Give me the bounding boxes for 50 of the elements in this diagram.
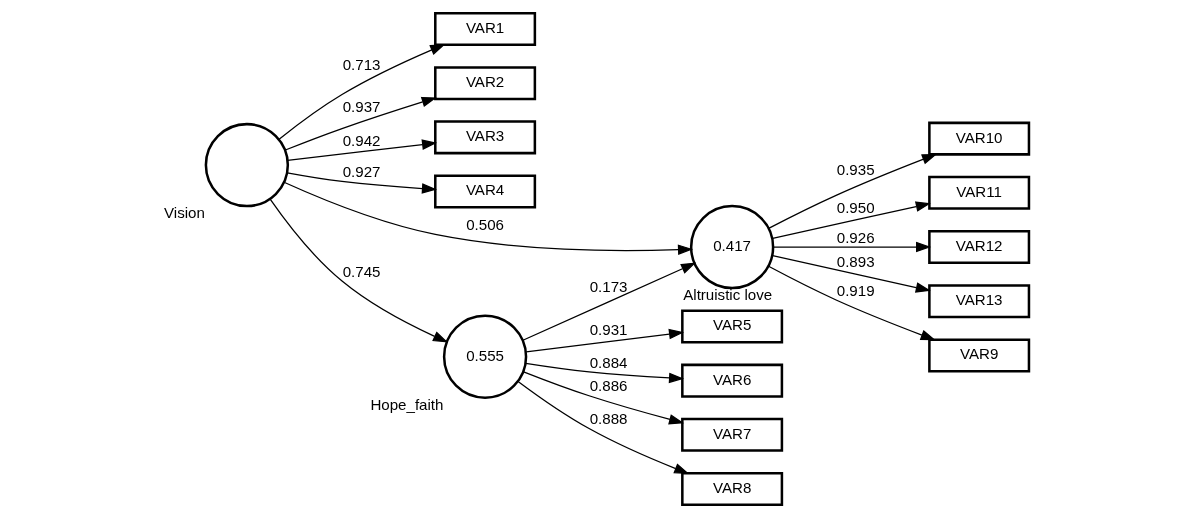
arrow <box>286 172 438 194</box>
node-box: VAR4 <box>434 174 537 209</box>
arrow <box>772 255 931 293</box>
arrow <box>269 198 449 343</box>
arrow <box>767 265 936 341</box>
node-box: VAR5 <box>681 309 784 344</box>
node-box: VAR8 <box>681 472 784 507</box>
node-box: VAR12 <box>928 230 1031 265</box>
node-box: VAR1 <box>434 11 537 46</box>
edge-label: 0.937 <box>342 97 381 115</box>
edge-label: 0.893 <box>836 252 875 270</box>
node-label: Hope_faith <box>370 395 444 413</box>
arrow <box>283 181 694 255</box>
node-box: VAR10 <box>928 121 1031 156</box>
node-box: VAR11 <box>928 175 1031 210</box>
edge-label: 0.935 <box>836 160 875 178</box>
arrow <box>278 44 446 140</box>
arrow <box>772 201 931 239</box>
edge-label: 0.884 <box>589 353 628 371</box>
edge-label: 0.919 <box>836 281 875 299</box>
arrow <box>517 380 690 474</box>
node-circle: 0.417 <box>689 204 775 290</box>
node-box: VAR9 <box>928 338 1031 373</box>
arrow <box>768 153 938 229</box>
node-circle: 0.555 <box>442 314 528 399</box>
arrow <box>525 362 685 384</box>
edge-label: 0.931 <box>589 320 628 338</box>
node-box: VAR3 <box>434 120 537 155</box>
node-box: VAR13 <box>928 284 1031 319</box>
node-box: VAR6 <box>681 363 784 398</box>
node-circle <box>204 122 290 208</box>
node-box: VAR7 <box>681 417 784 452</box>
edge-label: 0.173 <box>589 277 628 295</box>
arrow <box>772 241 932 253</box>
edge-label: 0.927 <box>342 163 381 181</box>
node-label: Vision <box>164 204 205 222</box>
arrow <box>284 96 437 151</box>
edge-label: 0.888 <box>589 410 628 428</box>
arrow <box>286 139 438 162</box>
edge-label: 0.926 <box>836 228 875 246</box>
edge-label: 0.942 <box>342 131 381 149</box>
edge-label: 0.713 <box>342 56 381 74</box>
edge-label: 0.886 <box>589 377 628 395</box>
edge-label: 0.506 <box>466 216 504 234</box>
arrow <box>525 328 685 353</box>
arrow <box>523 371 685 425</box>
edge-label: 0.745 <box>342 262 381 280</box>
arrow <box>522 262 697 341</box>
node-box: VAR2 <box>434 66 537 101</box>
edge-label: 0.950 <box>836 198 875 216</box>
